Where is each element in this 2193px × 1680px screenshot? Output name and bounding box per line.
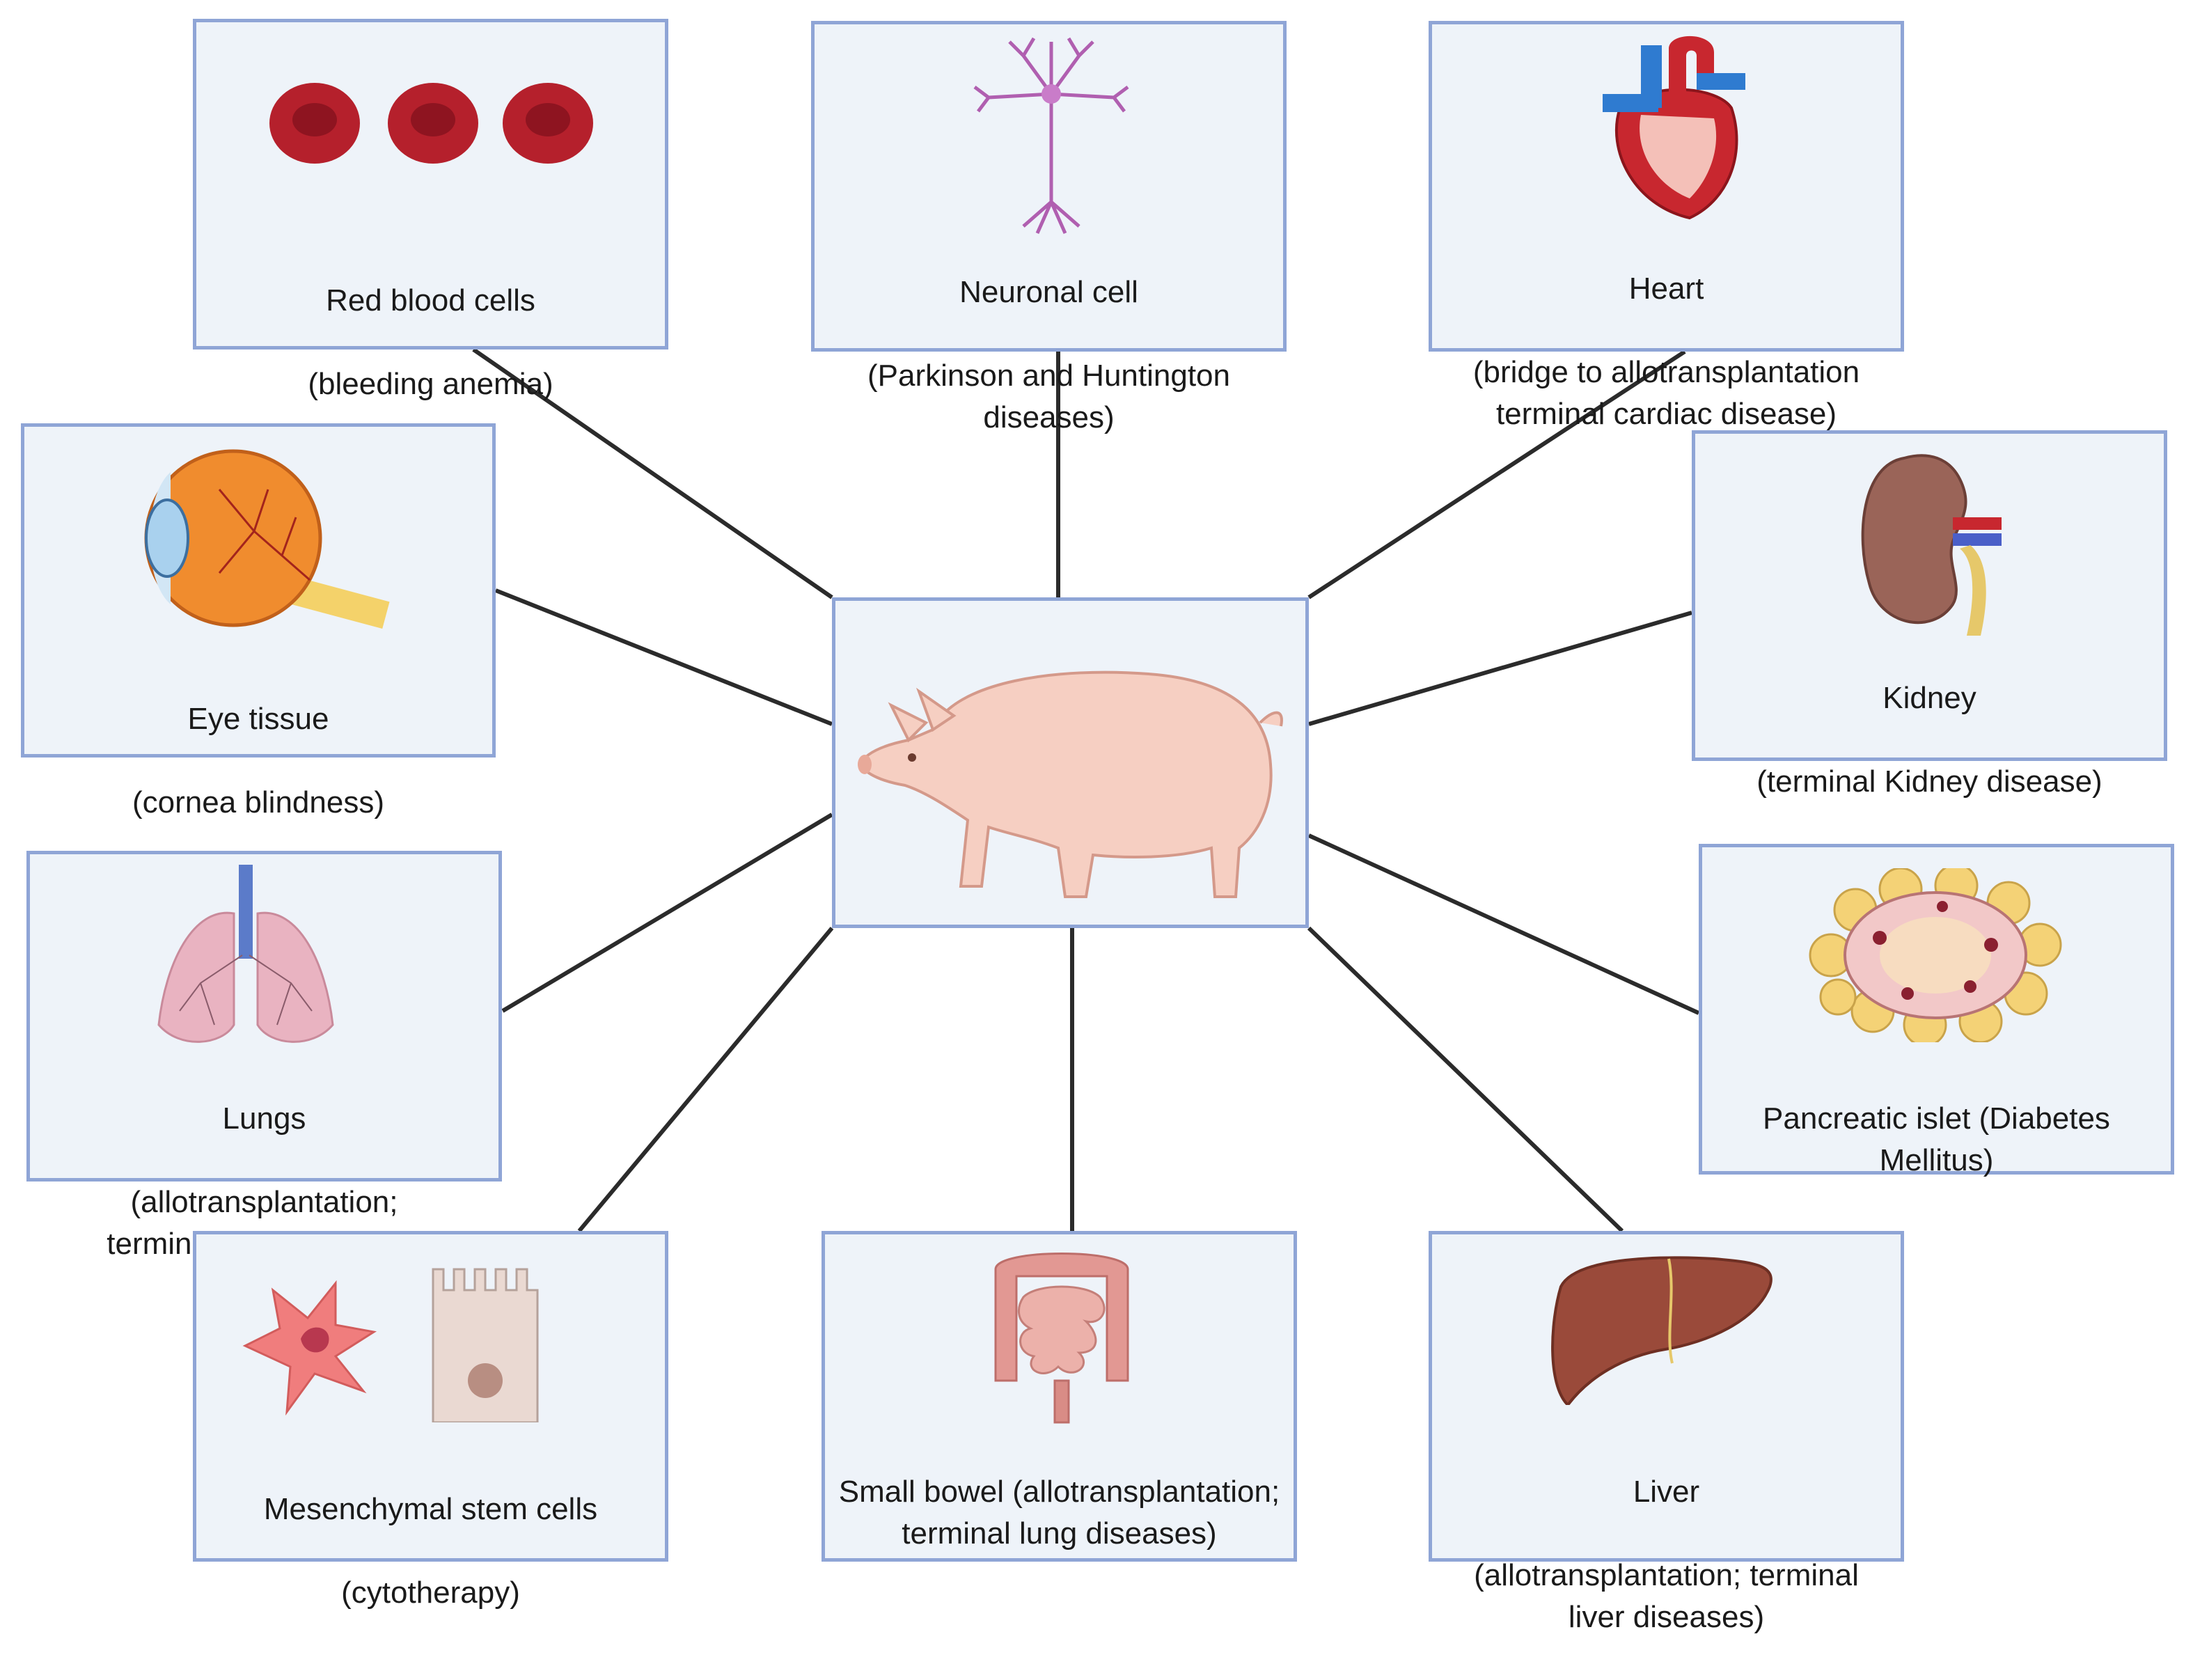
stem-cells-icon bbox=[242, 1268, 539, 1422]
eye-title: Eye tissue bbox=[187, 702, 329, 736]
eye-subtitle: (cornea blindness) bbox=[132, 785, 384, 819]
connector-lines bbox=[472, 347, 1700, 1233]
heart-icon bbox=[1603, 36, 1745, 220]
bowel-title: Small bowel (allotransplantation; termin… bbox=[838, 1475, 1280, 1551]
liver-icon bbox=[1551, 1256, 1773, 1405]
box-neuronal-cell: Neuronal cell (Parkinson and Huntington … bbox=[811, 21, 1287, 434]
red-blood-cells-icon bbox=[269, 83, 593, 164]
rbc-title: Red blood cells bbox=[326, 283, 535, 317]
kidney-title: Kidney bbox=[1882, 681, 1976, 715]
pancreatic-islet-icon bbox=[1809, 868, 2062, 1042]
connector-kidney bbox=[1308, 611, 1692, 726]
connector-liver bbox=[1307, 926, 1624, 1233]
neuron-subtitle: (Parkinson and Huntington diseases) bbox=[867, 359, 1230, 434]
heart-subtitle: (bridge to allotransplantation terminal … bbox=[1472, 355, 1860, 431]
box-pancreatic-islet: Pancreatic islet (Diabetes Mellitus) bbox=[1699, 844, 2174, 1177]
connector-lungs bbox=[501, 812, 833, 1013]
pancreas-title: Pancreatic islet (Diabetes Mellitus) bbox=[1763, 1101, 2110, 1177]
connector-rbc bbox=[472, 347, 833, 599]
connector-eye bbox=[494, 588, 833, 726]
center-pig-box bbox=[832, 597, 1309, 928]
msc-subtitle: (cytotherapy) bbox=[341, 1576, 520, 1610]
box-small-bowel: Small bowel (allotransplantation; termin… bbox=[822, 1231, 1297, 1562]
connector-heart bbox=[1307, 350, 1686, 599]
box-kidney: Kidney (terminal Kidney disease) bbox=[1692, 430, 2167, 799]
kidney-icon bbox=[1861, 454, 2002, 636]
eye-icon bbox=[144, 449, 390, 629]
box-mesenchymal-stem-cells: Mesenchymal stem cells (cytotherapy) bbox=[193, 1231, 668, 1610]
msc-title: Mesenchymal stem cells bbox=[263, 1492, 598, 1526]
neuron-title: Neuronal cell bbox=[959, 275, 1138, 309]
box-red-blood-cells: Red blood cells (bleeding anemia) bbox=[193, 19, 668, 401]
box-lungs: Lungs (allotransplantation; terminal lun… bbox=[26, 851, 502, 1261]
box-eye-tissue: Eye tissue (cornea blindness) bbox=[21, 423, 496, 819]
connector-msc bbox=[577, 927, 834, 1232]
box-liver: Liver (allotransplantation; terminal liv… bbox=[1429, 1231, 1904, 1634]
rbc-subtitle: (bleeding anemia) bbox=[308, 367, 553, 401]
liver-title: Liver bbox=[1633, 1475, 1700, 1509]
neuron-icon bbox=[973, 37, 1129, 235]
small-bowel-icon bbox=[994, 1253, 1129, 1424]
lungs-icon bbox=[157, 865, 334, 1043]
pig-icon bbox=[858, 670, 1283, 898]
heart-title: Heart bbox=[1628, 272, 1704, 306]
liver-subtitle: (allotransplantation; terminal liver dis… bbox=[1474, 1558, 1859, 1634]
kidney-subtitle: (terminal Kidney disease) bbox=[1756, 764, 2102, 799]
connector-pancreas bbox=[1307, 833, 1700, 1015]
box-heart: Heart (bridge to allotransplantation ter… bbox=[1429, 21, 1904, 431]
lungs-title: Lungs bbox=[222, 1101, 306, 1136]
